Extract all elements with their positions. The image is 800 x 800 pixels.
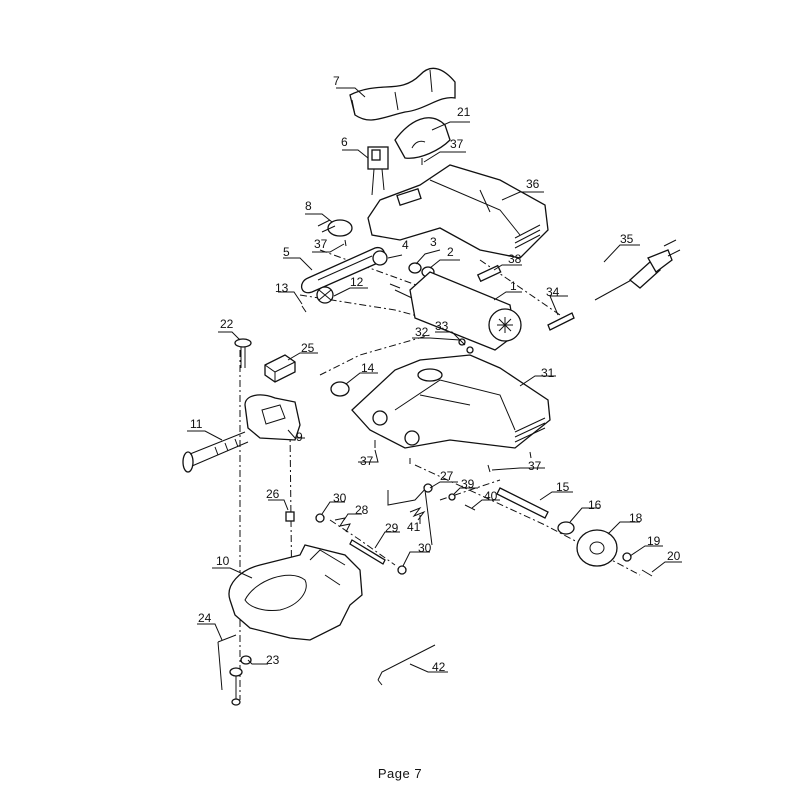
part-block xyxy=(264,354,296,383)
callout-label: 29 xyxy=(385,521,399,535)
part-base-housing xyxy=(351,354,551,449)
callout-label: 41 xyxy=(407,520,421,534)
callout-label: 30 xyxy=(418,541,432,555)
callout-label: 20 xyxy=(667,549,681,563)
callout-label: 26 xyxy=(266,487,280,501)
callout-label: 40 xyxy=(484,489,498,503)
part-drive-belt xyxy=(301,246,386,294)
part-spring-28 xyxy=(315,513,407,575)
part-base-plate xyxy=(228,544,363,641)
part-screw-rod xyxy=(182,431,249,473)
part-handle-cover xyxy=(349,67,456,121)
page-number: Page 7 xyxy=(377,766,423,781)
part-blade-assembly xyxy=(557,521,653,577)
callout-label: 27 xyxy=(440,469,454,483)
callout-label: 5 xyxy=(283,245,290,259)
part-power-cord xyxy=(594,239,681,301)
callout-label: 37 xyxy=(528,459,542,473)
callout-label: 28 xyxy=(355,503,369,517)
callout-label: 8 xyxy=(305,199,312,213)
callout-label: 3 xyxy=(430,235,437,249)
callout-label: 12 xyxy=(350,275,364,289)
part-hex-key xyxy=(217,634,237,691)
callout-label: 23 xyxy=(266,653,280,667)
callout-label: 18 xyxy=(629,511,643,525)
callout-label: 32 xyxy=(415,325,429,339)
callout-label: 2 xyxy=(447,245,454,259)
callout-label: 25 xyxy=(301,341,315,355)
callout-label: 1 xyxy=(510,279,517,293)
callout-label: 38 xyxy=(508,252,522,266)
part-nut-23 xyxy=(229,655,252,706)
callout-label: 4 xyxy=(402,238,409,252)
callout-labels: 7 21 6 37 36 8 37 4 3 2 5 38 35 13 12 1 xyxy=(187,74,682,674)
callout-label: 37 xyxy=(314,237,328,251)
part-knob-bolt xyxy=(234,338,252,368)
callout-label: 22 xyxy=(220,317,234,331)
callout-label: 14 xyxy=(361,361,375,375)
part-motor xyxy=(389,271,522,351)
callout-label: 24 xyxy=(198,611,212,625)
callout-label: 33 xyxy=(435,319,449,333)
callout-label: 39 xyxy=(461,477,475,491)
part-rod-29 xyxy=(349,539,386,565)
part-gears xyxy=(316,250,388,304)
callout-label: 19 xyxy=(647,534,661,548)
callout-label: 35 xyxy=(620,232,634,246)
part-switch xyxy=(367,146,389,196)
part-cylinder xyxy=(317,219,353,237)
part-screws-37 xyxy=(344,158,532,473)
part-screw-13 xyxy=(301,305,307,313)
part-cord-sleeve xyxy=(547,312,575,331)
callout-label: 7 xyxy=(333,74,340,88)
callout-label: 30 xyxy=(333,491,347,505)
callout-label: 21 xyxy=(457,105,471,119)
callout-label: 11 xyxy=(190,417,203,431)
callout-label: 34 xyxy=(546,285,560,299)
callout-label: 36 xyxy=(526,177,540,191)
part-wrench xyxy=(377,644,436,686)
callout-label: 13 xyxy=(275,281,289,295)
part-bushing xyxy=(330,381,350,397)
callout-label: 15 xyxy=(556,480,570,494)
part-vise xyxy=(244,394,301,441)
part-nut-26 xyxy=(285,511,295,522)
callout-label: 42 xyxy=(432,660,446,674)
callout-label: 9 xyxy=(296,430,303,444)
callout-label: 10 xyxy=(216,554,230,568)
part-motor-cover xyxy=(367,164,549,259)
callout-label: 16 xyxy=(588,498,602,512)
part-shaft xyxy=(496,487,549,519)
callout-label: 6 xyxy=(341,135,348,149)
callout-label: 37 xyxy=(360,454,374,468)
callout-label: 31 xyxy=(541,366,555,380)
part-lever xyxy=(387,483,433,546)
part-spring xyxy=(409,506,426,521)
callout-label: 37 xyxy=(450,137,464,151)
part-pins xyxy=(448,493,476,511)
